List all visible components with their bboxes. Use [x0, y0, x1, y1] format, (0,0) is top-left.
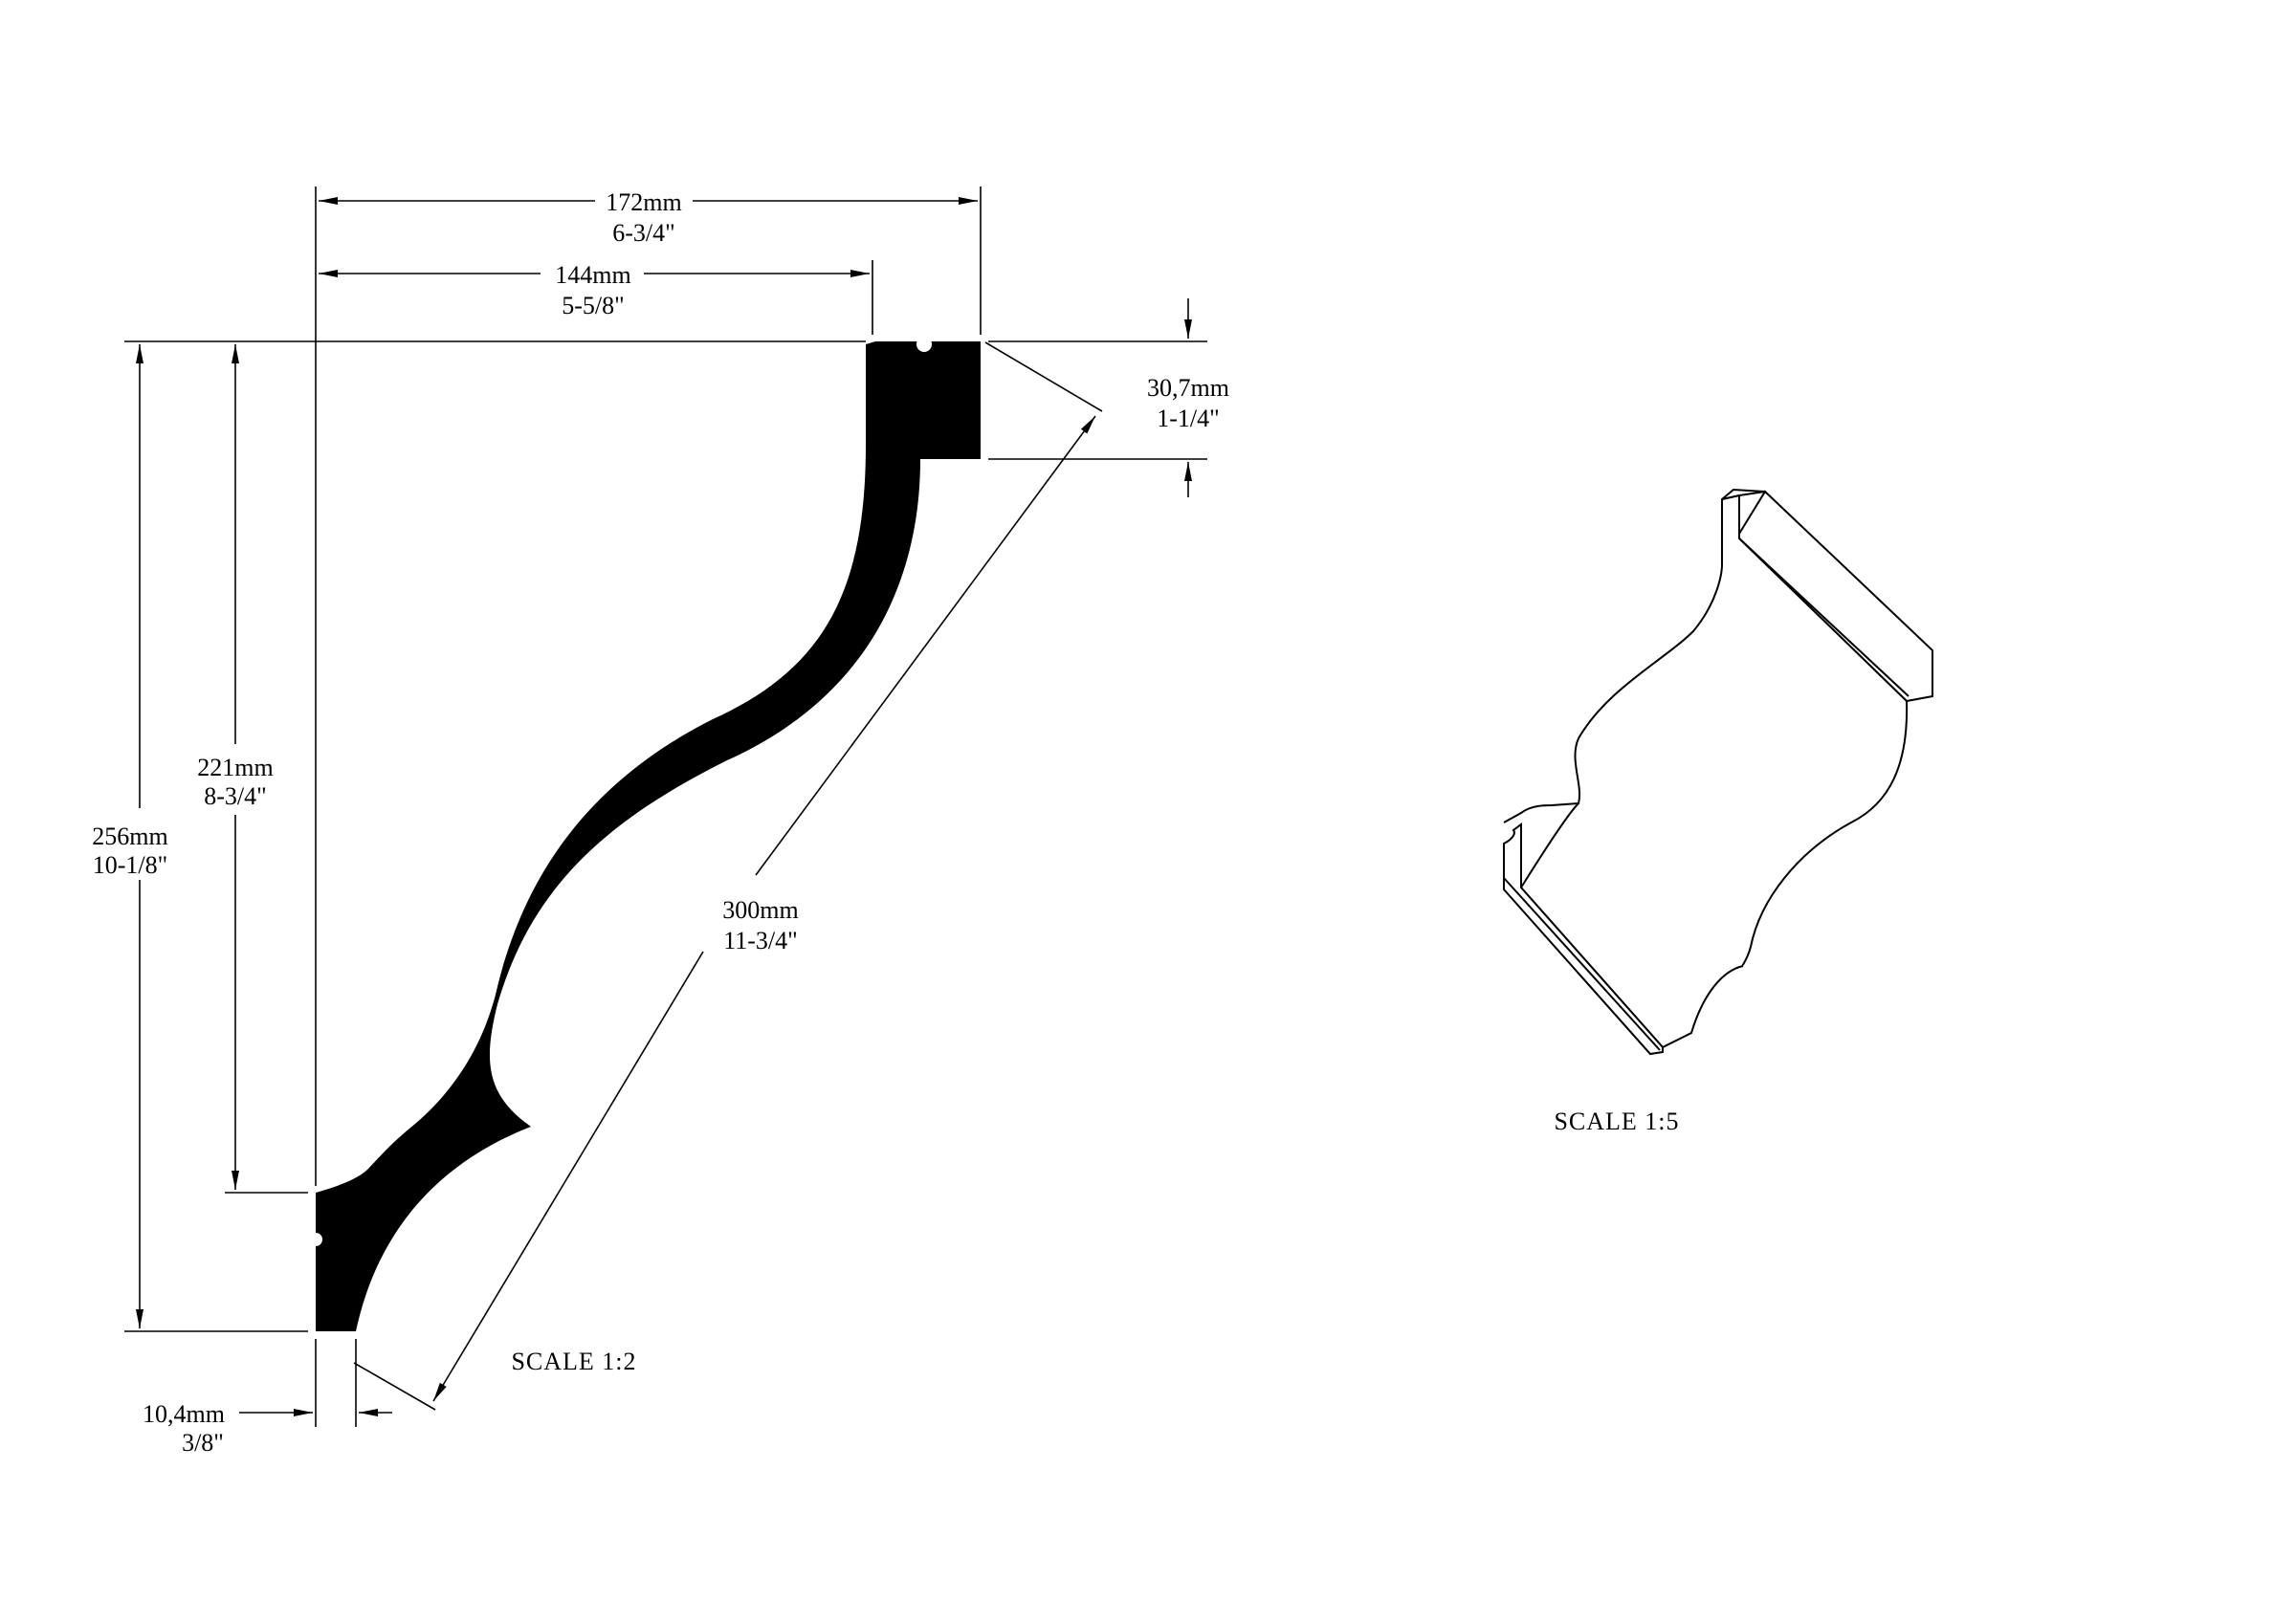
dim-width-overall-mm: 172mm	[606, 188, 681, 216]
dim-height-inner-mm: 221mm	[197, 754, 273, 781]
dim-height-overall-inch: 10-1/8"	[93, 851, 168, 879]
dim-line-diagonal-lower	[432, 951, 704, 1402]
scale-label-isometric: SCALE 1:5	[1554, 1108, 1679, 1135]
dim-diagonal-inch: 11-3/4"	[723, 927, 798, 954]
dim-width-inner-mm: 144mm	[555, 261, 630, 289]
iso-bottom-face	[1503, 822, 1664, 1056]
dim-block-mm: 30,7mm	[1147, 374, 1229, 402]
iso-bottom-inner-edge	[1503, 877, 1661, 1051]
dim-width-overall-inch: 6-3/4"	[612, 219, 675, 247]
dim-height-overall-mm: 256mm	[92, 822, 167, 850]
profile-notch-bottom	[309, 1233, 322, 1246]
scale-label-profile: SCALE 1:2	[511, 1348, 636, 1375]
ext-line-diagonal-bottom	[353, 1362, 436, 1411]
ext-line-diagonal-top	[984, 341, 1103, 412]
dim-block-inch: 1-1/4"	[1157, 405, 1220, 432]
dim-thickness-inch: 3/8"	[182, 1429, 224, 1457]
dim-height-inner-inch: 8-3/4"	[204, 782, 267, 810]
dim-thickness-mm: 10,4mm	[143, 1400, 225, 1428]
dim-line-diagonal-upper	[755, 415, 1096, 876]
isometric-view	[1503, 488, 1933, 1056]
profile-notch-top	[916, 337, 932, 352]
dim-diagonal-mm: 300mm	[722, 896, 798, 924]
iso-nib-top	[1721, 488, 1766, 500]
cornice-profile-section	[316, 341, 981, 1331]
iso-notch-left	[1503, 802, 1579, 823]
dim-width-inner-inch: 5-5/8"	[562, 292, 625, 319]
